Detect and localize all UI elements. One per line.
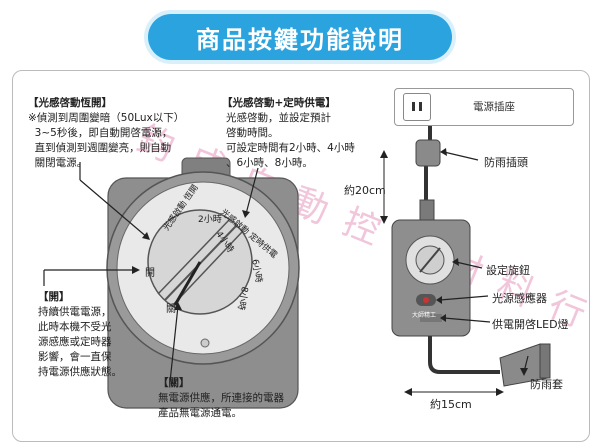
dial-label-off: 關 <box>166 304 176 315</box>
note-sensor-timer-line: 可設定時間有2小時、4小時 <box>226 142 355 154</box>
note-on-line: 持電源供應狀態。 <box>38 366 122 378</box>
note-sensor-auto-line: 3~5秒後，即自動開啓電源， <box>28 127 173 139</box>
dial-label-2h: 2小時 <box>198 215 222 225</box>
note-on-line: 持續供電電源， <box>38 306 112 318</box>
note-sensor-auto-heading: 【光感啓動恆開】 <box>28 97 112 109</box>
outlet-label: 電源插座 <box>473 101 515 113</box>
label-length-top: 約20cm <box>344 184 386 197</box>
note-on-line: 此時本機不受光 <box>38 321 112 333</box>
power-outlet-box: 電源插座 <box>394 88 574 126</box>
note-off-line: 無電源供應，所連接的電器 <box>158 392 284 404</box>
output-cable <box>428 336 500 374</box>
led-indicator <box>423 297 429 303</box>
note-sensor-auto-line: ※偵測到周圍變暗（50Lux以下） <box>28 112 185 124</box>
label-rain-plug: 防雨插頭 <box>484 156 528 169</box>
label-length-bottom: 約15cm <box>430 398 472 411</box>
note-sensor-timer-line: 、6小時、8小時。 <box>226 157 313 169</box>
note-on-line: 源感應或定時器 <box>38 336 112 348</box>
label-rain-cover: 防雨套 <box>530 378 563 391</box>
note-off-heading: 【關】 <box>158 377 190 389</box>
dial-pointer <box>173 261 202 306</box>
label-led: 供電開啓LED燈 <box>492 318 569 331</box>
rain-plug <box>415 139 441 167</box>
note-on-line: 影響，會一直保 <box>38 351 112 363</box>
note-sensor-auto-line: 關閉電源。 <box>28 157 88 169</box>
outlet-icon <box>403 93 431 121</box>
note-sensor-timer-line: 啓動時間。 <box>226 127 279 139</box>
note-off-line: 產品無電源通電。 <box>158 407 242 419</box>
note-sensor-auto-line: 直到偵測到週圍變亮，則自動 <box>28 142 172 154</box>
dial-label-on: 開 <box>145 268 155 279</box>
note-on-heading: 【開】 <box>38 291 70 303</box>
label-knob: 設定旋鈕 <box>486 264 530 277</box>
page-title: 商品按鍵功能說明 <box>148 14 452 60</box>
device-brand: 大師精工 <box>412 312 437 319</box>
note-sensor-timer-heading: 【光感啓動+定時供電】 <box>222 97 336 109</box>
label-light-sensor: 光源感應器 <box>492 292 547 305</box>
note-sensor-timer-line: 光感啓動，並設定預計 <box>226 112 331 124</box>
